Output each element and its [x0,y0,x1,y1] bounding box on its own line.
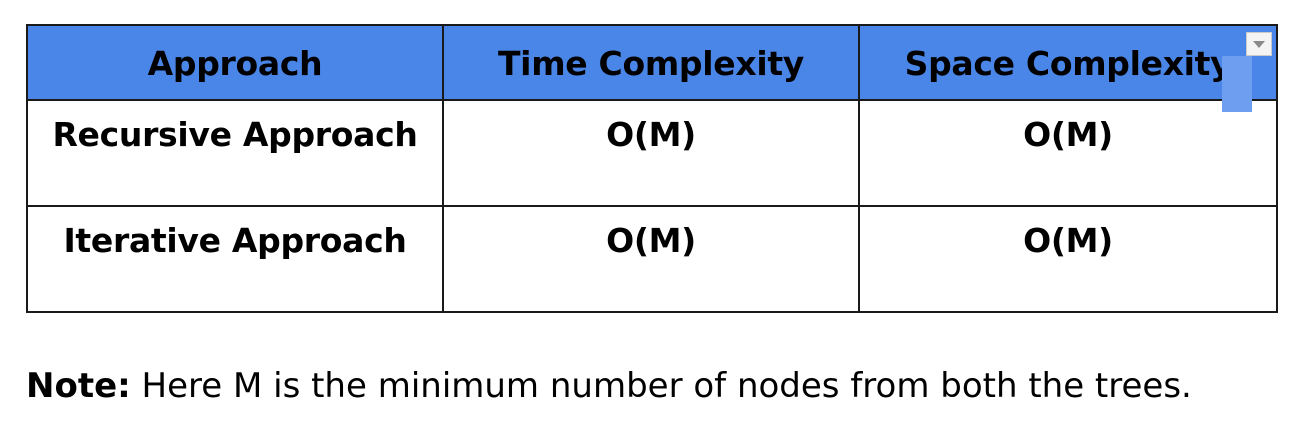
column-filter-button[interactable] [1246,32,1272,56]
cell-approach: Iterative Approach [26,205,444,313]
note-label: Note: [26,366,131,406]
cell-approach: Recursive Approach [26,99,444,207]
cell-space-complexity: O(M) [858,205,1278,313]
header-space-complexity: Space Complexity [858,24,1278,101]
table-row: Recursive Approach O(M) O(M) [26,99,1278,207]
complexity-table: Approach Time Complexity Space Complexit… [26,24,1278,313]
table-header-row: Approach Time Complexity Space Complexit… [26,24,1278,101]
chevron-down-icon [1253,40,1265,48]
complexity-note: Note: Here M is the minimum number of no… [26,362,1192,410]
header-approach: Approach [26,24,444,101]
cell-space-complexity: O(M) [858,99,1278,207]
table-row: Iterative Approach O(M) O(M) [26,205,1278,313]
column-selection-highlight [1222,56,1252,112]
complexity-table-container: Approach Time Complexity Space Complexit… [26,24,1278,313]
note-text: Here M is the minimum number of nodes fr… [130,366,1192,406]
cell-time-complexity: O(M) [442,99,860,207]
cell-time-complexity: O(M) [442,205,860,313]
header-time-complexity: Time Complexity [442,24,860,101]
